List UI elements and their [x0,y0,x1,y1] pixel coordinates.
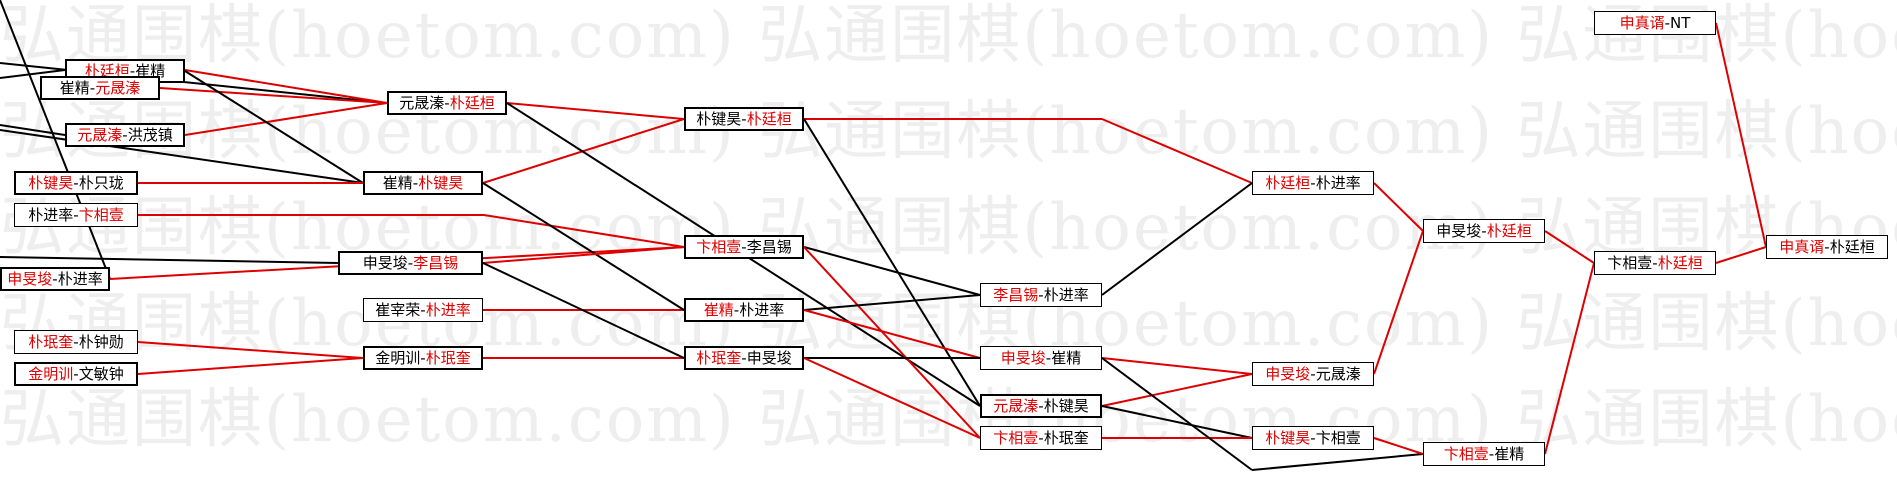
connector-line-33 [803,357,981,439]
connector-line-22 [482,182,685,311]
connector-line-44 [1544,230,1595,264]
match-node-20: 元晟溱-朴键昊 [980,394,1102,418]
match-node-25: 申旻埈-朴廷桓 [1423,219,1545,243]
connector-line-24 [482,262,685,359]
match-node-5: 朴进率-卞相壹 [14,203,138,227]
connector-line-30 [803,294,981,311]
connector-line-36 [1101,373,1253,407]
match-node-19: 申旻埈-崔精 [980,346,1102,370]
connector-line-35 [1101,357,1253,375]
match-node-14: 朴键昊-朴廷桓 [684,107,804,131]
connector-line-29 [803,246,981,439]
connector-line-13 [483,214,685,248]
connector-line-43 [1373,437,1424,455]
connector-line-7 [184,69,388,104]
match-node-23: 申旻埈-元晟溱 [1252,362,1374,386]
connector-line-39 [1101,357,1253,471]
connector-line-34 [1101,182,1253,296]
connector-line-28 [803,246,981,296]
connector-line-37 [1101,405,1253,439]
match-node-9: 元晟溱-朴廷桓 [387,91,507,115]
connector-line-47 [1715,246,1767,264]
match-node-16: 崔精-朴进率 [684,298,804,322]
connector-line-6 [0,256,339,264]
match-node-18: 李昌锡-朴进率 [980,283,1102,307]
match-node-27: 卞相壹-朴廷桓 [1594,251,1716,275]
match-node-3: 元晟溱-洪茂镇 [65,123,185,147]
match-node-12: 崔宰荣-朴进率 [363,298,483,322]
match-node-8: 金明训-文敏钟 [14,362,138,386]
connector-line-9 [184,102,388,136]
match-node-15: 卞相壹-李昌锡 [684,235,804,259]
match-node-17: 朴珉奎-申旻埈 [684,346,804,370]
connector-line-3 [0,124,66,136]
match-node-6: 申旻埈-朴进率 [0,267,110,291]
match-node-22: 朴廷桓-朴进率 [1252,171,1374,195]
connector-line-46 [1715,22,1767,248]
match-node-11: 申旻埈-李昌锡 [338,251,483,275]
connector-line-5 [0,0,111,280]
connector-line-40 [1251,453,1424,471]
connector-line-45 [1544,262,1595,455]
match-node-10: 崔精-朴键昊 [363,171,483,195]
match-node-4: 朴键昊-朴只珑 [14,171,138,195]
match-node-13: 金明训-朴珉奎 [363,346,483,370]
connector-line-10 [184,70,364,184]
match-node-21: 卞相壹-朴珉奎 [980,426,1102,450]
match-node-28: 申真谞-NT [1594,11,1716,35]
connector-line-16 [137,357,364,375]
connector-line-41 [1373,182,1424,232]
match-node-26: 卞相壹-崔精 [1423,442,1545,466]
match-node-7: 朴珉奎-朴钟勋 [14,330,138,354]
connector-line-2 [0,69,66,79]
match-node-2: 崔精-元晟溱 [40,76,160,100]
match-node-24: 朴键昊-卞相壹 [1252,426,1374,450]
connector-line-4 [0,129,364,184]
connector-line-42 [1373,230,1424,375]
connector-line-31 [803,309,981,359]
connector-line-15 [137,341,364,359]
connector-line-26 [1101,118,1253,184]
connector-line-23 [482,246,685,264]
match-node-29: 申真谞-朴廷桓 [1766,235,1888,259]
connector-line-27 [803,118,981,407]
connector-line-19 [506,102,685,120]
connector-line-8 [159,87,388,104]
